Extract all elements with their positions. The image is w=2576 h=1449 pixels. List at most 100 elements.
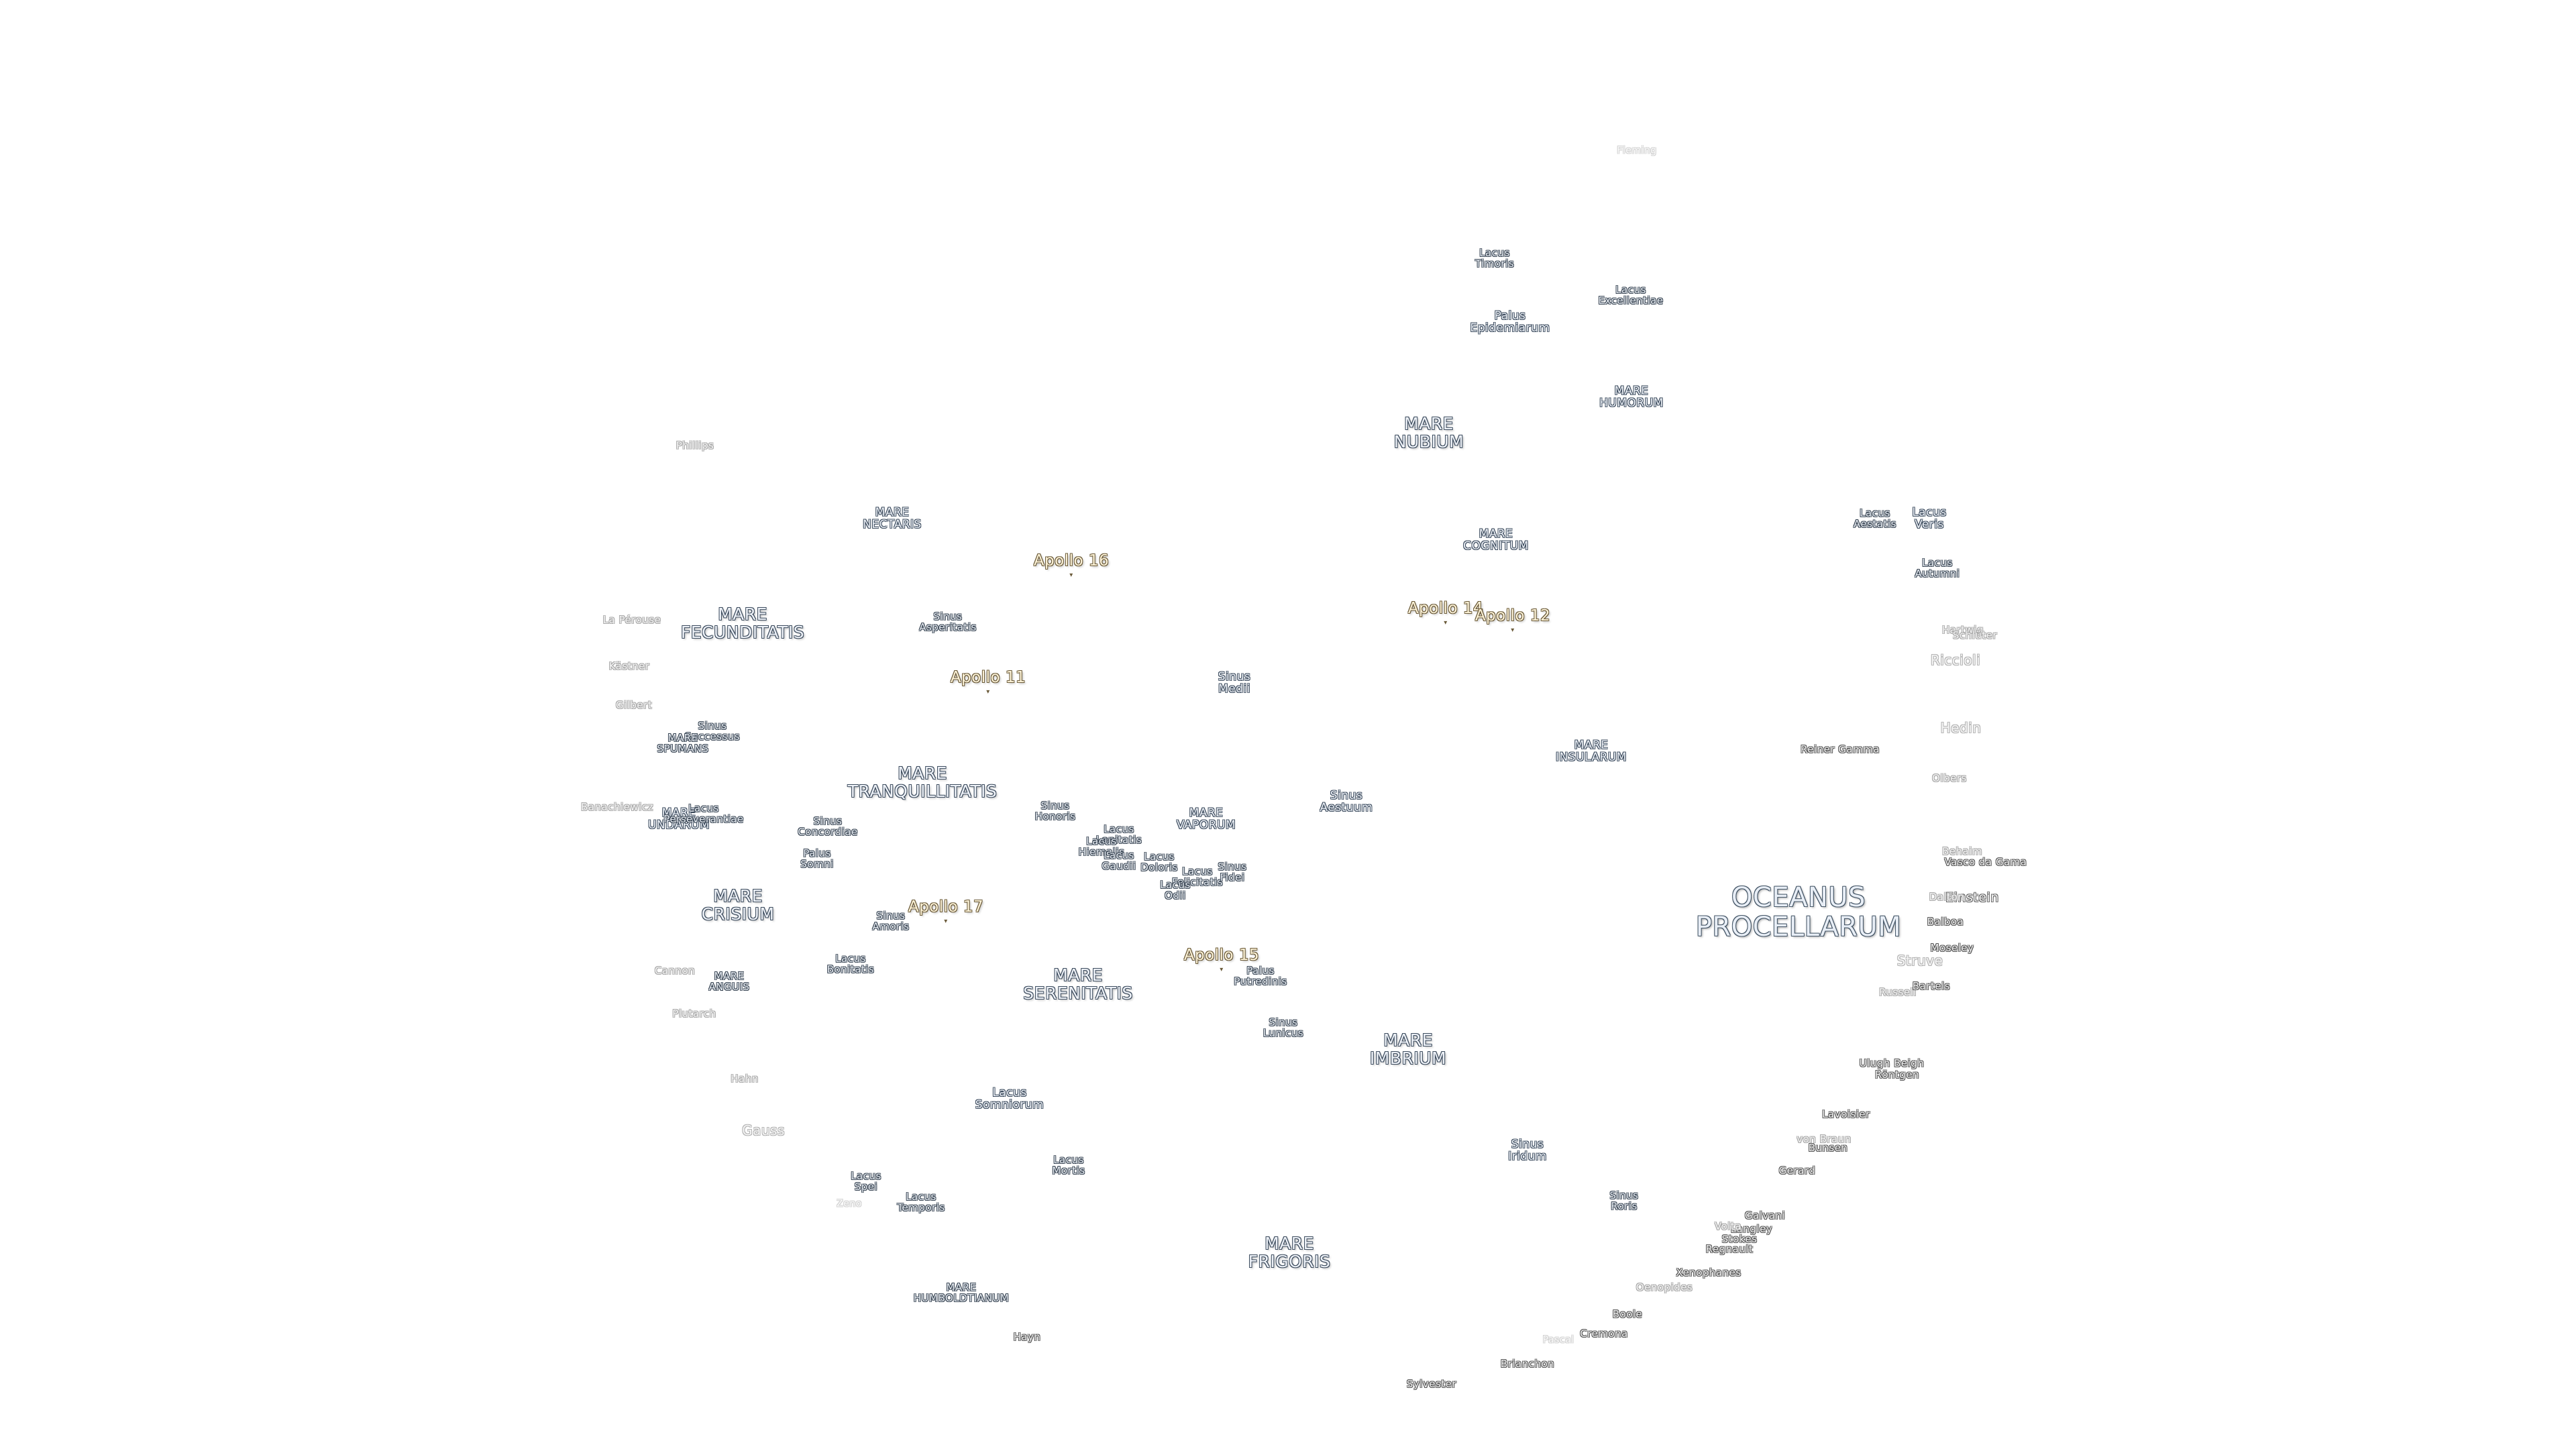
- label-ulugh-beigh: Ulugh Beigh: [1859, 1057, 1925, 1069]
- label-gilbert: Gilbert: [615, 699, 653, 711]
- label-volta: Volta: [1714, 1220, 1742, 1232]
- label-lacus-mortis: Lacus Mortis: [1052, 1154, 1085, 1177]
- label-riccioli: Riccioli: [1930, 652, 1981, 668]
- label-boole: Boole: [1612, 1308, 1643, 1320]
- label-hedin: Hedin: [1940, 720, 1982, 736]
- label-bunsen: Bunsen: [1808, 1142, 1848, 1154]
- label-sinus-amoris: Sinus Amoris: [872, 910, 910, 932]
- label-sinus-iridum: Sinus Iridum: [1508, 1138, 1547, 1163]
- label-brianchon: Brianchon: [1500, 1358, 1555, 1370]
- label-russell: Russell: [1879, 986, 1917, 998]
- label-von-braun: von Braun: [1796, 1133, 1851, 1145]
- label-oenopides: Oenopides: [1635, 1281, 1693, 1293]
- label-hayn: Hayn: [1013, 1331, 1041, 1343]
- label-dalton: Dalton: [1929, 891, 1965, 903]
- label-banachiewicz: Banachiewicz: [581, 801, 653, 813]
- label-lacus-hiemalis: Lacus Hiemalis: [1078, 835, 1125, 858]
- label-apollo-14: Apollo 14: [1408, 600, 1483, 617]
- label-lacus-bonitatis: Lacus Bonitatis: [826, 953, 875, 975]
- label-mare-serenitatis: MARE SERENITATIS: [1023, 965, 1133, 1003]
- label-kastner: Kästner: [608, 660, 650, 672]
- label-lacus-gaudii: Lacus Gaudii: [1102, 849, 1136, 872]
- label-hedin-n: Hartwig: [1942, 624, 1984, 636]
- label-mare-nubium: MARE NUBIUM: [1393, 414, 1464, 451]
- label-la-perouse: La Pérouse: [602, 614, 661, 626]
- label-einstein: Einstein: [1945, 890, 1999, 905]
- label-mare-tranquillitatis: MARE TRANQUILLITATIS: [847, 763, 998, 801]
- label-sinus-concordiae: Sinus Concordiae: [798, 815, 858, 838]
- label-lacus-temporis: Lacus Temporis: [897, 1191, 945, 1214]
- label-lacus-doloris: Lacus Doloris: [1140, 851, 1178, 873]
- label-lacus-perseverantiae: Lacus Perseverantiae: [663, 802, 744, 825]
- label-phillips: Phillips: [676, 439, 714, 451]
- label-sinus-aestuum: Sinus Aestuum: [1320, 789, 1373, 814]
- label-lacus-spei: Lacus Spei: [851, 1170, 881, 1193]
- label-olbers: Olbers: [1932, 772, 1967, 784]
- label-moseley: Moseley: [1930, 942, 1974, 954]
- label-palus-somni: Palus Somni: [800, 847, 834, 870]
- label-lacus-veris: Lacus Veris: [1912, 506, 1947, 531]
- label-lacus-timoris: Lacus Timoris: [1474, 247, 1515, 270]
- label-apollo-15: Apollo 15: [1184, 947, 1259, 964]
- label-apollo-11: Apollo 11: [951, 669, 1026, 686]
- label-cremona: Cremona: [1580, 1328, 1628, 1340]
- label-mare-anguis: MARE ANGUIS: [708, 970, 750, 993]
- label-bartels: Bartels: [1912, 980, 1951, 992]
- label-mare-imbrium: MARE IMBRIUM: [1369, 1030, 1447, 1068]
- label-mare-humorum: MARE HUMORUM: [1599, 384, 1664, 410]
- label-xenophanes: Xenophanes: [1676, 1267, 1741, 1279]
- label-mare-humboldtianum: MARE HUMBOLDTIANUM: [913, 1281, 1010, 1304]
- label-lacus-somniorum: Lacus Somniorum: [975, 1086, 1044, 1112]
- label-fleming: Fleming: [1617, 145, 1657, 156]
- label-plutarch: Plutarch: [672, 1008, 716, 1020]
- label-palus-epidemiarum: Palus Epidemiarum: [1470, 309, 1550, 335]
- label-struve: Struve: [1896, 953, 1943, 969]
- label-sinus-fidei: Sinus Fidei: [1218, 861, 1247, 883]
- label-lacus-felicitatis: Lacus Felicitatis: [1171, 865, 1224, 888]
- label-lavoisier: Lavoisier: [1822, 1108, 1870, 1120]
- label-sinus-medii: Sinus Medii: [1218, 670, 1251, 696]
- label-apollo-16: Apollo 16: [1034, 552, 1109, 570]
- label-mare-nectaris: MARE NECTARIS: [863, 506, 922, 531]
- label-sinus-honoris: Sinus Honoris: [1034, 800, 1076, 822]
- label-gerard: Gerard: [1778, 1165, 1816, 1177]
- label-lacus-aestatis: Lacus Aestatis: [1854, 507, 1896, 530]
- label-behaim: Behaim: [1942, 845, 1982, 857]
- label-hahn: Hahn: [731, 1073, 759, 1085]
- label-mare-fecunditatis: MARE FECUNDITATIS: [680, 604, 805, 642]
- label-mare-undarum: MARE UNDARUM: [647, 806, 710, 832]
- label-schluter: Schlüter: [1952, 629, 1998, 641]
- label-apollo-17: Apollo 17: [908, 898, 983, 916]
- label-sinus-successus: Sinus Successus: [684, 720, 741, 743]
- label-reiner-gamma: Reiner Gamma: [1800, 743, 1880, 755]
- label-mare-cognitum: MARE COGNITUM: [1463, 527, 1529, 553]
- label-rontgen: Röntgen: [1874, 1069, 1920, 1081]
- label-mare-insularum: MARE INSULARUM: [1556, 739, 1627, 764]
- label-lacus-autumni: Lacus Autumni: [1915, 557, 1960, 580]
- label-lacus-lenitatis: Lacus Lenitatis: [1095, 823, 1142, 846]
- label-lacus-odii: Lacus Odii: [1160, 879, 1191, 902]
- label-gauss: Gauss: [742, 1122, 785, 1138]
- label-apollo-12: Apollo 12: [1475, 607, 1550, 625]
- label-langley: Langley: [1730, 1223, 1773, 1235]
- label-vasco-da-gama: Vasco da Gama: [1944, 856, 2027, 868]
- label-sinus-lunicus: Sinus Lunicus: [1263, 1016, 1304, 1039]
- label-mare-frigoris: MARE FRIGORIS: [1248, 1234, 1331, 1271]
- label-regnault: Regnault: [1705, 1243, 1754, 1255]
- label-mare-spumans: MARE SPUMANS: [657, 732, 709, 755]
- label-cannon: Cannon: [654, 965, 696, 977]
- label-zeno: Zeno: [837, 1198, 862, 1210]
- label-stokes: Stokes: [1721, 1233, 1758, 1245]
- label-sinus-asperitatis: Sinus Asperitatis: [919, 610, 977, 633]
- label-sinus-roris: Sinus Roris: [1609, 1189, 1639, 1212]
- label-pascal: Pascal: [1542, 1334, 1574, 1346]
- label-oceanus-procellarum: OCEANUS PROCELLARUM: [1695, 882, 1902, 943]
- label-mare-crisium: MARE CRISIUM: [701, 886, 775, 924]
- label-balboa: Balboa: [1927, 916, 1964, 928]
- label-palus-putredinis: Palus Putredinis: [1234, 965, 1287, 987]
- label-mare-vaporum: MARE VAPORUM: [1176, 806, 1236, 832]
- label-galvani: Galvani: [1744, 1210, 1786, 1222]
- label-sylvester: Sylvester: [1406, 1378, 1457, 1390]
- label-lacus-excellentiae: Lacus Excellentiae: [1598, 284, 1664, 307]
